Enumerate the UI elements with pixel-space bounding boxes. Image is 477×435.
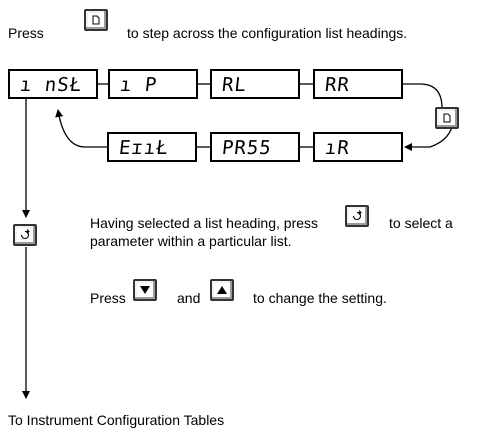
list-heading-al-label: RL [220,74,249,96]
list-heading-aa[interactable]: RR [313,69,403,99]
page-key-icon[interactable] [84,9,108,31]
list-heading-ia-label: ıR [323,137,352,159]
para1-scroll-key-icon[interactable] [345,205,369,227]
list-heading-al[interactable]: RL [210,69,300,99]
list-heading-exit[interactable]: EɪıŁ [107,132,197,162]
footer-text: To Instrument Configuration Tables [8,412,225,428]
loop-page-key-icon[interactable] [435,107,459,129]
para2-text-before: Press [90,290,126,306]
para1-text-line2: parameter within a particular list. [90,233,292,249]
side-scroll-key-icon[interactable] [13,224,37,246]
down-key-icon[interactable] [133,279,157,301]
intro-text-after: to step across the configuration list he… [127,25,408,41]
list-heading-exit-label: EɪıŁ [117,137,170,159]
para1-text-before: Having selected a list heading, press [90,215,319,231]
para2-text-after: to change the setting. [253,290,387,306]
intro-text-before: Press [8,25,44,41]
para2-text-middle: and [177,290,201,306]
list-heading-pass[interactable]: PR55 [210,132,300,162]
list-heading-pass-label: PR55 [220,137,273,159]
list-heading-inst-label: ı nSŁ [18,74,84,96]
list-heading-aa-label: RR [323,74,352,96]
list-heading-ip[interactable]: ı P [108,69,198,99]
list-heading-ia[interactable]: ıR [313,132,403,162]
list-heading-inst[interactable]: ı nSŁ [8,69,98,99]
para1-text-after: to select a [389,215,453,231]
up-key-icon[interactable] [210,279,234,301]
list-heading-ip-label: ı P [118,74,159,96]
